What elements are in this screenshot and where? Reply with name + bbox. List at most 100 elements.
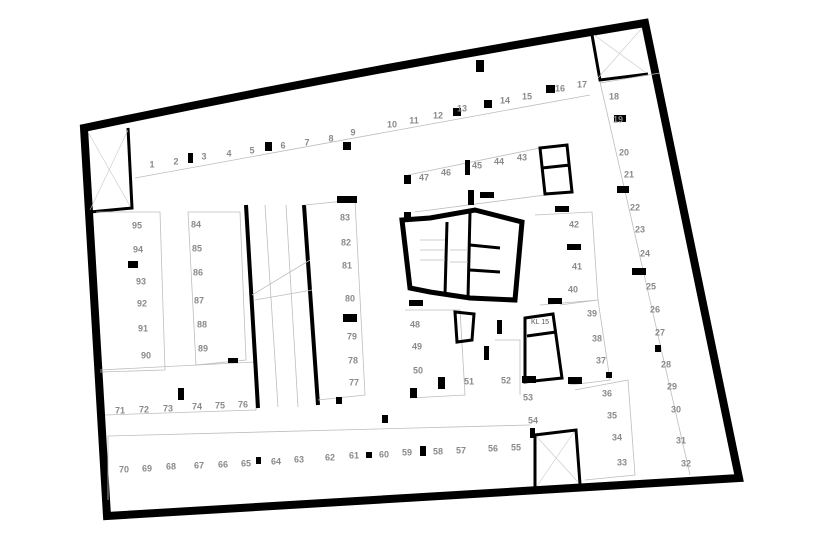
parking-space-label: 47 xyxy=(419,172,429,182)
parking-space-label: 60 xyxy=(379,449,389,459)
parking-space-label: 11 xyxy=(409,115,419,125)
column xyxy=(497,320,502,334)
parking-space-label: 25 xyxy=(646,281,656,291)
parking-space-label: 42 xyxy=(569,219,579,229)
parking-space-label: 20 xyxy=(619,147,629,157)
column xyxy=(256,457,261,464)
column xyxy=(178,388,184,400)
parking-space-label: 13 xyxy=(457,103,467,113)
bay-column-east xyxy=(599,81,691,476)
parking-space-label: 82 xyxy=(341,237,351,247)
parking-space-label: 21 xyxy=(624,169,634,179)
parking-space-label: 24 xyxy=(640,248,650,258)
parking-space-label: 2 xyxy=(173,156,178,166)
parking-space-label: 6 xyxy=(280,140,285,150)
stair-corner-s xyxy=(533,428,582,488)
parking-space-label: 51 xyxy=(464,376,474,386)
structural-columns xyxy=(128,60,661,464)
column xyxy=(614,115,626,122)
column xyxy=(366,452,372,458)
column xyxy=(410,388,417,398)
parking-space-label: 77 xyxy=(349,377,359,387)
column xyxy=(420,446,426,456)
parking-space-label: 92 xyxy=(137,298,147,308)
parking-space-label: 35 xyxy=(607,410,617,420)
parking-space-label: 8 xyxy=(328,133,333,143)
column xyxy=(617,186,629,193)
column xyxy=(188,153,193,163)
parking-space-label: 83 xyxy=(340,212,350,222)
stair-corner-ne xyxy=(590,27,649,82)
parking-space-label: 41 xyxy=(572,261,582,271)
parking-space-label: 33 xyxy=(617,457,627,467)
parking-space-label: 38 xyxy=(592,333,602,343)
column xyxy=(567,244,581,250)
column xyxy=(465,160,470,175)
parking-space-label: 37 xyxy=(596,355,606,365)
parking-space-label: 36 xyxy=(602,388,612,398)
parking-space-label: 7 xyxy=(304,137,309,147)
parking-space-label: 32 xyxy=(681,458,691,468)
parking-space-label: 31 xyxy=(676,435,686,445)
parking-space-label: 43 xyxy=(517,152,527,162)
column xyxy=(453,108,461,116)
parking-space-label: 15 xyxy=(522,91,532,101)
column xyxy=(404,212,411,221)
column xyxy=(265,142,272,151)
parking-space-label: 3 xyxy=(201,151,206,161)
parking-space-label: 80 xyxy=(345,293,355,303)
parking-space-label: 16 xyxy=(555,83,565,93)
column xyxy=(484,346,489,360)
building-core xyxy=(399,207,525,303)
column xyxy=(655,345,661,352)
column xyxy=(548,298,562,304)
bay-column-west xyxy=(96,211,257,416)
parking-space-label: 39 xyxy=(587,308,597,318)
column xyxy=(382,415,388,423)
column xyxy=(409,300,423,306)
parking-space-label: 53 xyxy=(523,392,533,402)
parking-space-label: 49 xyxy=(412,341,422,351)
column xyxy=(343,142,351,150)
column xyxy=(438,377,445,389)
parking-space-label: 18 xyxy=(609,91,619,101)
parking-space-label: 19 xyxy=(613,114,623,124)
column xyxy=(632,268,646,275)
parking-space-label: 78 xyxy=(348,355,358,365)
parking-space-label: 17 xyxy=(577,79,587,89)
parking-space-label: 74 xyxy=(192,401,202,411)
parking-space-label: 69 xyxy=(142,463,152,473)
parking-space-label: 68 xyxy=(166,461,176,471)
service-room xyxy=(538,143,574,196)
parking-space-label: 62 xyxy=(325,452,335,462)
parking-space-label: 14 xyxy=(500,95,510,105)
parking-space-label: 50 xyxy=(413,365,423,375)
ramp xyxy=(244,204,320,409)
column xyxy=(476,60,484,72)
parking-space-label: 89 xyxy=(198,343,208,353)
parking-space-label: 84 xyxy=(191,219,201,229)
parking-space-label: 40 xyxy=(568,284,578,294)
parking-space-label: 22 xyxy=(630,202,640,212)
parking-space-label: 55 xyxy=(511,442,521,452)
parking-space-label: 34 xyxy=(612,432,622,442)
column xyxy=(228,358,238,363)
parking-space-label: 44 xyxy=(494,156,504,166)
parking-space-label: 79 xyxy=(347,331,357,341)
storage-room-small xyxy=(453,310,476,344)
stair-corner-nw xyxy=(87,127,134,214)
parking-space-label: 94 xyxy=(133,244,143,254)
column xyxy=(468,190,474,205)
column xyxy=(606,372,612,378)
bay-block-center-east xyxy=(405,147,636,481)
parking-space-label: 71 xyxy=(115,405,125,415)
parking-space-label: 81 xyxy=(342,260,352,270)
bay-row-south xyxy=(107,424,531,500)
parking-space-label: 65 xyxy=(241,458,251,468)
parking-space-label: 5 xyxy=(249,145,254,155)
parking-space-label: 63 xyxy=(294,454,304,464)
parking-space-label: 48 xyxy=(410,319,420,329)
bay-row-north xyxy=(134,72,661,179)
